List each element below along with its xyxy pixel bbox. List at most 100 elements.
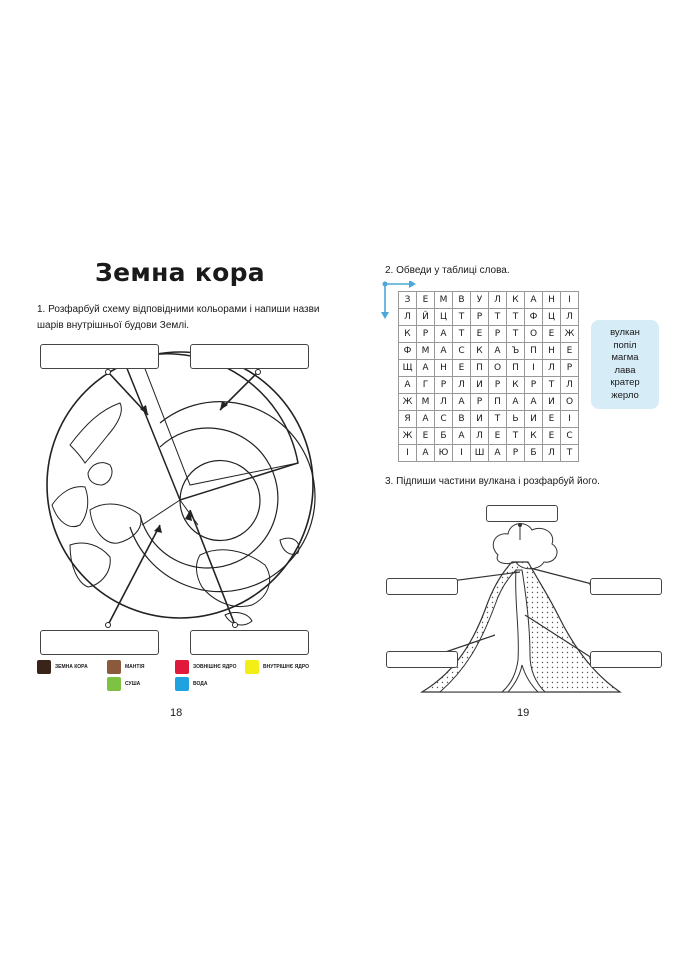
- grid-cell[interactable]: Р: [416, 325, 435, 343]
- grid-cell[interactable]: Ь: [506, 410, 525, 428]
- grid-cell[interactable]: У: [470, 291, 489, 309]
- volcano-label-box-lower-right[interactable]: [590, 651, 662, 668]
- grid-cell[interactable]: Б: [434, 427, 453, 445]
- grid-cell[interactable]: Ц: [542, 308, 561, 326]
- earth-label-box-bottom-right[interactable]: [190, 630, 309, 655]
- grid-cell[interactable]: А: [506, 393, 525, 411]
- grid-cell[interactable]: Я: [398, 410, 417, 428]
- grid-cell[interactable]: Е: [542, 427, 561, 445]
- grid-cell[interactable]: Т: [452, 308, 471, 326]
- grid-cell[interactable]: Ж: [398, 393, 417, 411]
- earth-label-box-top-right[interactable]: [190, 344, 309, 369]
- grid-cell[interactable]: А: [452, 427, 471, 445]
- grid-cell[interactable]: Е: [560, 342, 579, 360]
- grid-cell[interactable]: Л: [542, 444, 561, 462]
- grid-cell[interactable]: М: [434, 291, 453, 309]
- grid-cell[interactable]: Р: [488, 376, 507, 394]
- grid-cell[interactable]: В: [452, 291, 471, 309]
- grid-cell[interactable]: Щ: [398, 359, 417, 377]
- volcano-label-box-top[interactable]: [486, 505, 558, 522]
- grid-cell[interactable]: Л: [434, 393, 453, 411]
- grid-cell[interactable]: З: [398, 291, 417, 309]
- grid-cell[interactable]: Ъ: [506, 342, 525, 360]
- grid-cell[interactable]: Е: [470, 325, 489, 343]
- grid-cell[interactable]: О: [524, 325, 543, 343]
- grid-cell[interactable]: Р: [524, 376, 543, 394]
- grid-cell[interactable]: Ц: [434, 308, 453, 326]
- grid-cell[interactable]: Т: [506, 325, 525, 343]
- grid-cell[interactable]: Е: [488, 427, 507, 445]
- grid-cell[interactable]: Т: [560, 444, 579, 462]
- grid-cell[interactable]: А: [452, 393, 471, 411]
- grid-cell[interactable]: Р: [470, 393, 489, 411]
- earth-label-box-top-left[interactable]: [40, 344, 159, 369]
- grid-cell[interactable]: Т: [542, 376, 561, 394]
- grid-cell[interactable]: Ф: [524, 308, 543, 326]
- volcano-label-box-upper-right[interactable]: [590, 578, 662, 595]
- grid-cell[interactable]: Н: [542, 342, 561, 360]
- grid-cell[interactable]: І: [398, 444, 417, 462]
- grid-cell[interactable]: А: [434, 342, 453, 360]
- grid-cell[interactable]: А: [434, 325, 453, 343]
- grid-cell[interactable]: С: [452, 342, 471, 360]
- grid-cell[interactable]: О: [488, 359, 507, 377]
- earth-label-box-bottom-left[interactable]: [40, 630, 159, 655]
- grid-cell[interactable]: А: [524, 393, 543, 411]
- volcano-label-box-upper-left[interactable]: [386, 578, 458, 595]
- grid-cell[interactable]: І: [560, 291, 579, 309]
- grid-cell[interactable]: Р: [560, 359, 579, 377]
- grid-cell[interactable]: А: [524, 291, 543, 309]
- grid-cell[interactable]: Е: [452, 359, 471, 377]
- grid-cell[interactable]: І: [560, 410, 579, 428]
- grid-cell[interactable]: Т: [488, 308, 507, 326]
- grid-cell[interactable]: С: [434, 410, 453, 428]
- grid-cell[interactable]: Т: [506, 427, 525, 445]
- grid-cell[interactable]: Н: [434, 359, 453, 377]
- grid-cell[interactable]: Р: [488, 325, 507, 343]
- grid-cell[interactable]: Л: [560, 308, 579, 326]
- grid-cell[interactable]: Л: [470, 427, 489, 445]
- grid-cell[interactable]: П: [470, 359, 489, 377]
- grid-cell[interactable]: П: [524, 342, 543, 360]
- grid-cell[interactable]: К: [398, 325, 417, 343]
- grid-cell[interactable]: М: [416, 342, 435, 360]
- grid-cell[interactable]: Ф: [398, 342, 417, 360]
- grid-cell[interactable]: Н: [542, 291, 561, 309]
- grid-cell[interactable]: Л: [542, 359, 561, 377]
- grid-cell[interactable]: К: [524, 427, 543, 445]
- grid-cell[interactable]: Е: [542, 325, 561, 343]
- grid-cell[interactable]: О: [560, 393, 579, 411]
- grid-cell[interactable]: І: [452, 444, 471, 462]
- grid-cell[interactable]: Е: [416, 291, 435, 309]
- grid-cell[interactable]: И: [470, 376, 489, 394]
- grid-cell[interactable]: Л: [398, 308, 417, 326]
- grid-cell[interactable]: К: [506, 376, 525, 394]
- grid-cell[interactable]: П: [506, 359, 525, 377]
- grid-cell[interactable]: Л: [488, 291, 507, 309]
- grid-cell[interactable]: Р: [506, 444, 525, 462]
- grid-cell[interactable]: Л: [452, 376, 471, 394]
- grid-cell[interactable]: А: [416, 359, 435, 377]
- grid-cell[interactable]: М: [416, 393, 435, 411]
- grid-cell[interactable]: П: [488, 393, 507, 411]
- grid-cell[interactable]: Е: [542, 410, 561, 428]
- grid-cell[interactable]: И: [524, 410, 543, 428]
- grid-cell[interactable]: А: [488, 342, 507, 360]
- grid-cell[interactable]: Р: [470, 308, 489, 326]
- grid-cell[interactable]: Б: [524, 444, 543, 462]
- grid-cell[interactable]: Ю: [434, 444, 453, 462]
- grid-cell[interactable]: А: [416, 410, 435, 428]
- grid-cell[interactable]: Ш: [470, 444, 489, 462]
- grid-cell[interactable]: В: [452, 410, 471, 428]
- grid-cell[interactable]: Л: [560, 376, 579, 394]
- grid-cell[interactable]: Е: [416, 427, 435, 445]
- grid-cell[interactable]: Ж: [398, 427, 417, 445]
- grid-cell[interactable]: С: [560, 427, 579, 445]
- grid-cell[interactable]: И: [470, 410, 489, 428]
- volcano-label-box-lower-left[interactable]: [386, 651, 458, 668]
- grid-cell[interactable]: А: [398, 376, 417, 394]
- grid-cell[interactable]: Ж: [560, 325, 579, 343]
- grid-cell[interactable]: І: [524, 359, 543, 377]
- grid-cell[interactable]: Т: [506, 308, 525, 326]
- grid-cell[interactable]: И: [542, 393, 561, 411]
